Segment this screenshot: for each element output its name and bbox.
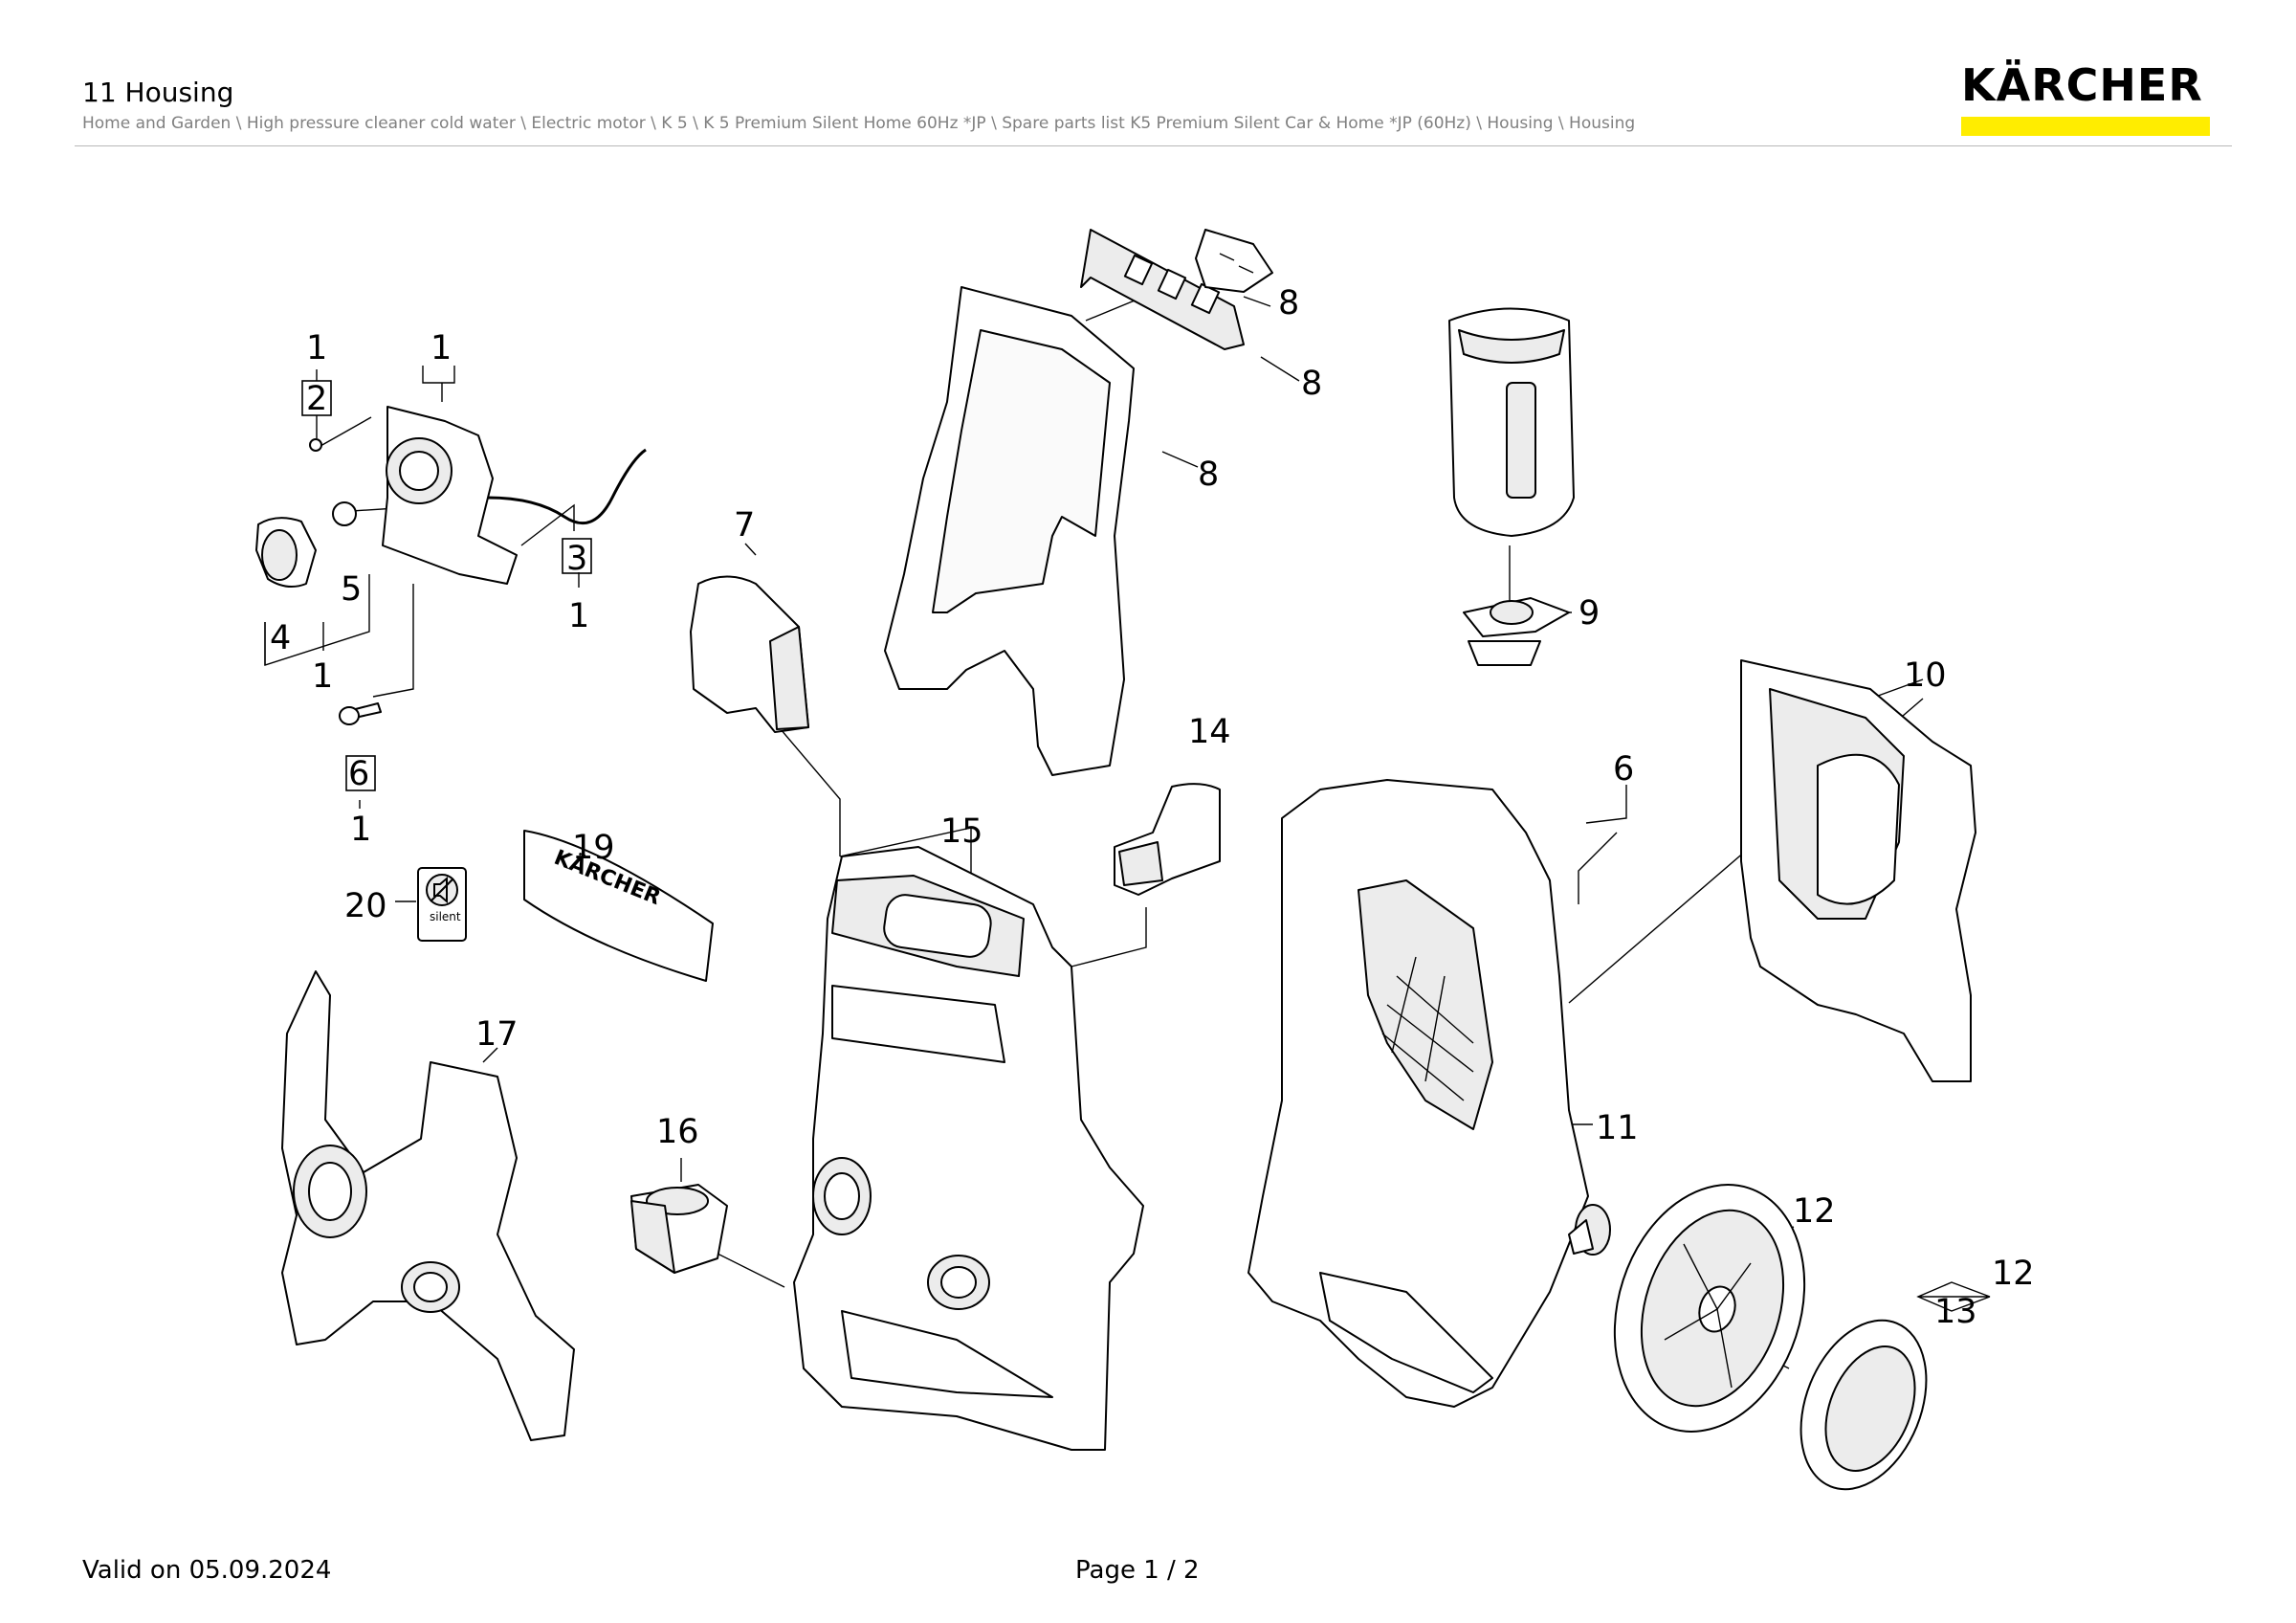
callout-17: 17 (475, 1015, 519, 1054)
footer-valid-date: Valid on 05.09.2024 (82, 1556, 332, 1585)
part-8-handle-frame (884, 229, 1273, 776)
part-13-hub-cap (1799, 1319, 1928, 1491)
callout-6-a: 6 (348, 755, 369, 793)
page-title: 11 Housing (82, 77, 234, 108)
breadcrumb: Home and Garden \ High pressure cleaner … (82, 114, 1636, 133)
callout-box-3 (562, 538, 592, 574)
callout-12-b: 12 (1992, 1255, 2035, 1293)
callout-8-c: 8 (1198, 456, 1219, 494)
part-12-wheel (1613, 1184, 1806, 1433)
part-9-detergent-bottle (1448, 307, 1575, 666)
callout-19: 19 (572, 829, 615, 867)
footer-page-number: Page 1 / 2 (1075, 1556, 1200, 1585)
callout-numbers: 1 1 2 3 1 5 4 1 6 1 7 8 8 8 9 10 6 14 15… (270, 284, 2035, 1331)
callout-20: 20 (344, 887, 387, 925)
silent-badge-text: silent (430, 910, 461, 923)
callout-7: 7 (734, 506, 755, 545)
callout-4: 4 (270, 619, 291, 657)
callout-box-6 (345, 755, 376, 791)
part-17-trim (281, 970, 575, 1441)
callout-15: 15 (940, 812, 983, 851)
part-16-holder (630, 1184, 728, 1274)
part-19-name-cover: KÄRCHER (523, 830, 714, 982)
part-15-front-housing (793, 846, 1144, 1451)
part-7-hose-guide (690, 575, 809, 733)
callout-9: 9 (1578, 594, 1600, 633)
callout-12-a: 12 (1793, 1192, 1836, 1231)
header-divider (75, 145, 2232, 146)
callout-6-b: 6 (1613, 750, 1634, 789)
callout-3: 3 (566, 540, 587, 578)
callout-11: 11 (1596, 1109, 1639, 1147)
part-11-chassis (1247, 779, 1611, 1408)
callout-5: 5 (341, 570, 362, 609)
callout-1-a: 1 (306, 329, 327, 367)
callout-box-2 (301, 380, 332, 416)
callout-1-b: 1 (430, 329, 452, 367)
callout-2: 2 (306, 380, 327, 418)
callout-1-e: 1 (350, 811, 371, 849)
part-10-rear-panel (1740, 659, 1976, 1082)
callout-1-d: 1 (312, 657, 333, 696)
callout-8-b: 8 (1301, 365, 1322, 403)
part-20-silent-badge: silent (417, 867, 467, 942)
callout-13: 13 (1934, 1293, 1977, 1331)
brand-accent-bar (1961, 117, 2210, 136)
callout-16: 16 (656, 1113, 699, 1151)
callout-1-c: 1 (568, 597, 589, 635)
callout-8-a: 8 (1278, 284, 1299, 322)
callout-10: 10 (1904, 656, 1947, 695)
brand-name: KÄRCHER (1961, 59, 2203, 111)
brand-logo: KÄRCHER (1961, 63, 2210, 136)
callout-14: 14 (1188, 713, 1231, 751)
part-1-control-assembly (255, 406, 647, 725)
part-14-clip (1114, 783, 1221, 896)
